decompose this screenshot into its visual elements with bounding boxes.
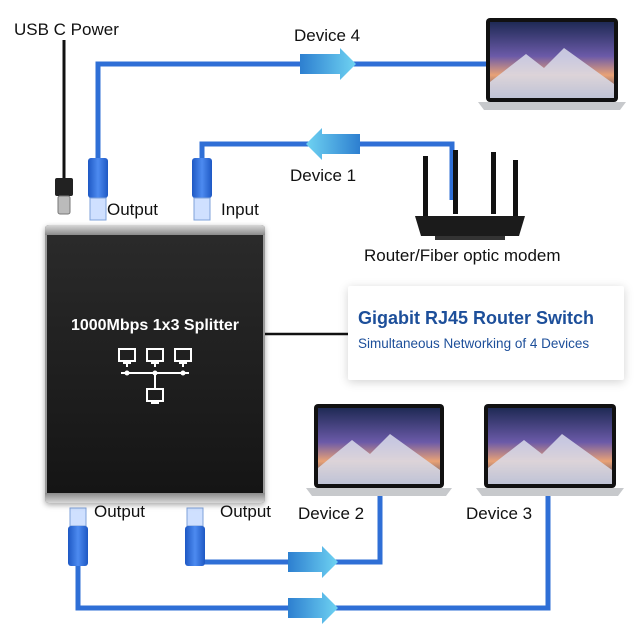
info-card: Gigabit RJ45 Router Switch Simultaneous …: [348, 286, 624, 380]
info-card-subtitle: Simultaneous Networking of 4 Devices: [358, 336, 590, 351]
device-bottom-rail: [45, 493, 265, 503]
laptop-icon: [478, 18, 626, 110]
input-label: Input: [221, 200, 259, 219]
device1-label: Device 1: [290, 166, 357, 185]
rj45-plug-icon: [185, 507, 205, 566]
network-topology-icon: [118, 348, 192, 404]
rj45-plug-icon: [192, 158, 212, 221]
router-label: Router/Fiber optic modem: [364, 246, 561, 265]
device-top-rail: [45, 225, 265, 235]
splitter-title: 1000Mbps 1x3 Splitter: [70, 317, 240, 334]
arrow-to-device3: [288, 592, 338, 624]
output-bottom-right-label: Output: [220, 502, 272, 521]
arrow-to-device2: [288, 546, 338, 578]
splitter-device: 1000Mbps 1x3 Splitter: [45, 225, 265, 503]
device3-label: Device 3: [466, 504, 533, 523]
info-card-title: Gigabit RJ45 Router Switch: [358, 308, 595, 328]
rj45-plug-icon: [88, 158, 108, 221]
output-bottom-left-label: Output: [94, 502, 146, 521]
laptop-icon: [306, 404, 452, 496]
arrow-to-device4: [300, 48, 356, 80]
arrow-from-router: [306, 128, 360, 160]
laptop-icon: [476, 404, 624, 496]
router-icon: [415, 150, 525, 240]
device4-label: Device 4: [294, 26, 361, 45]
device2-label: Device 2: [298, 504, 365, 523]
usb-c-plug-icon: [55, 178, 73, 215]
cable-device4: [95, 61, 490, 168]
rj45-plug-icon: [68, 507, 88, 566]
usb-power-label: USB C Power: [14, 20, 119, 39]
output-top-label: Output: [107, 200, 159, 219]
